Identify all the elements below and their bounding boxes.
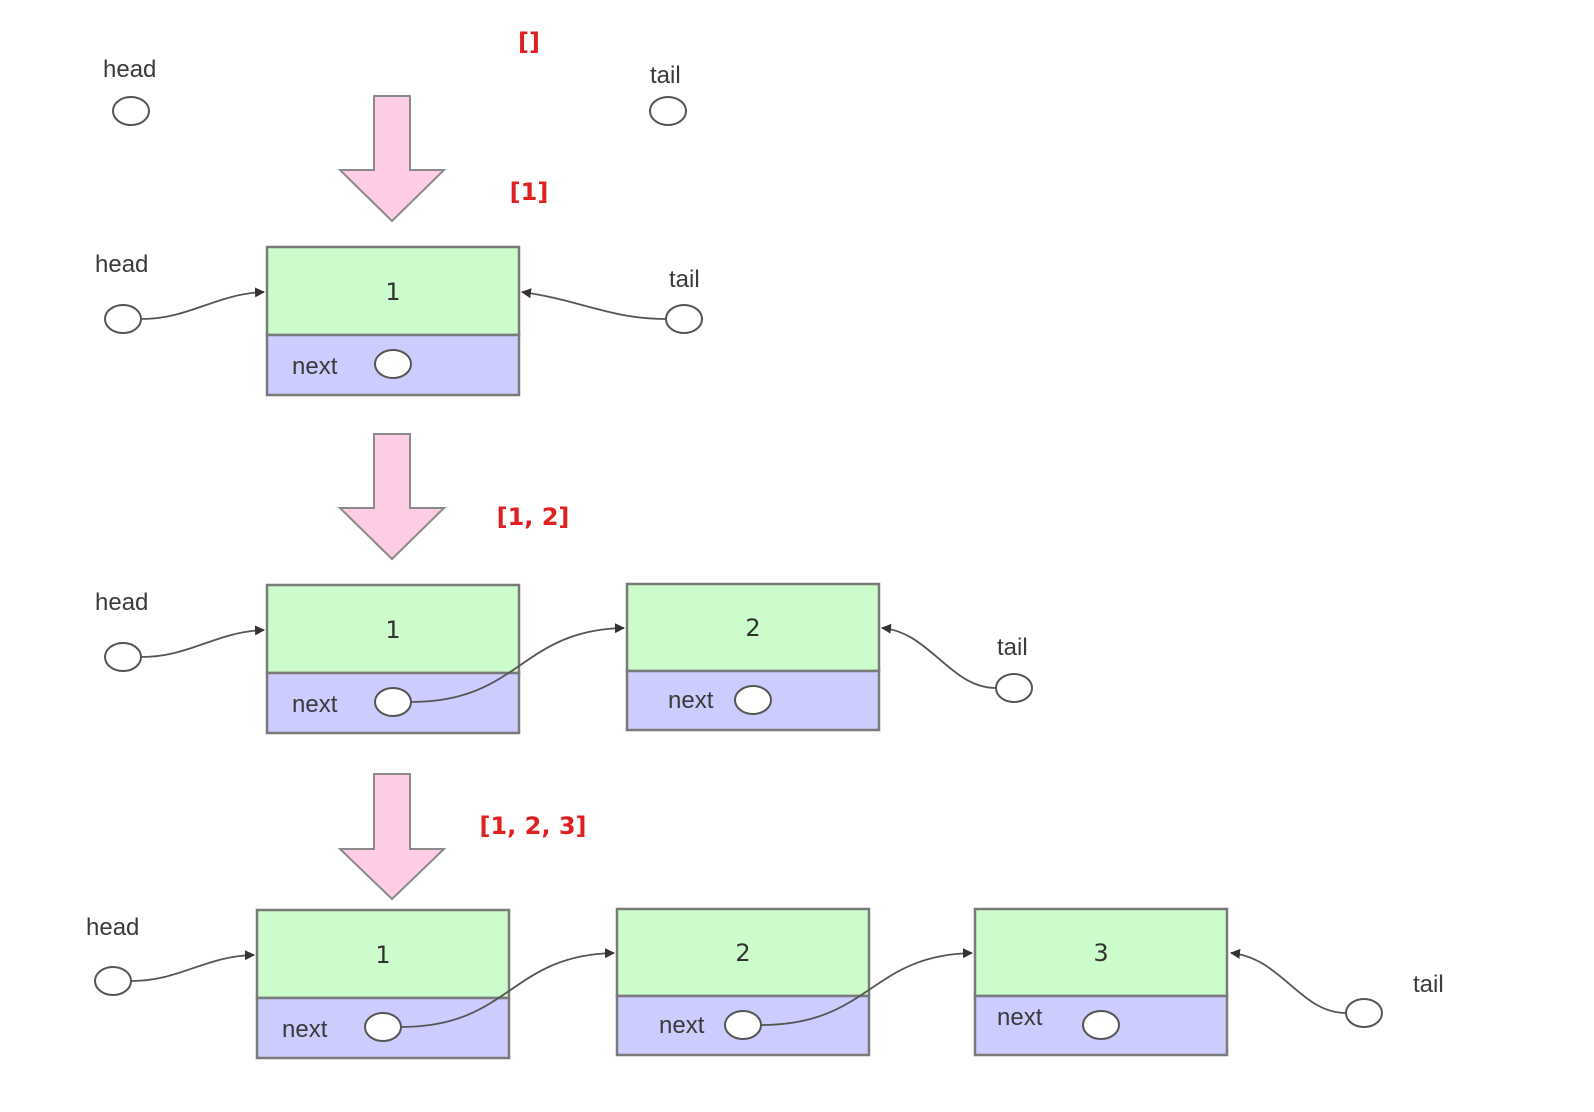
node-value-box [265,583,521,675]
list-node: 3 next [973,907,1229,1057]
head-pointer-icon [94,966,132,996]
head-label: head [86,914,139,941]
node-value-box [615,907,871,998]
head-pointer-icon [104,304,142,334]
next-label: next [292,691,338,718]
list-node: 2 next [625,582,881,732]
state-label: [] [518,28,540,56]
next-pointer-icon [374,349,412,379]
stage-empty: head tail [] [103,28,687,126]
down-arrow-icon [337,433,447,561]
state-label: [1] [510,178,549,206]
next-link-arrow [400,948,615,1028]
head-label: head [103,56,156,83]
tail-label: tail [997,634,1028,661]
head-link-arrow [140,287,265,320]
tail-pointer-icon [665,304,703,334]
next-label: next [292,353,338,380]
node-value: 2 [745,614,760,642]
head-pointer-icon [112,96,150,126]
down-arrow-icon [337,773,447,901]
next-pointer-icon [374,687,412,717]
next-pointer-icon [724,1010,762,1040]
tail-label: tail [1413,971,1444,998]
list-node: 1 next [265,245,521,397]
next-label: next [997,1004,1043,1031]
tail-label: tail [650,62,681,89]
tail-pointer-icon [649,96,687,126]
tail-pointer-icon [995,673,1033,703]
next-label: next [668,687,714,714]
next-pointer-icon [1082,1010,1120,1040]
next-label: next [282,1016,328,1043]
node-value: 2 [735,939,750,967]
next-label: next [659,1012,705,1039]
head-link-arrow [140,625,265,658]
node-value-box [265,245,521,337]
tail-link-arrow [521,288,667,320]
node-value: 1 [385,278,400,306]
tail-link-arrow [1230,948,1347,1014]
stage-one-node: head 1 next tail [95,245,703,397]
stage-two-nodes: head 1 next 2 next tail [95,582,1033,735]
next-link-arrow [410,623,625,703]
head-label: head [95,251,148,278]
node-value-box [625,582,881,673]
next-pointer-icon [364,1012,402,1042]
node-value: 1 [375,941,390,969]
next-link-arrow [760,948,973,1026]
tail-link-arrow [881,623,997,689]
state-label: [1, 2] [497,503,570,531]
node-value: 1 [385,616,400,644]
list-node: 1 next [265,583,521,735]
tail-label: tail [669,266,700,293]
head-label: head [95,589,148,616]
state-label: [1, 2, 3] [480,812,587,840]
head-link-arrow [130,950,255,982]
tail-pointer-icon [1345,998,1383,1028]
node-next-box [973,994,1229,1057]
node-value: 3 [1093,939,1108,967]
stage-three-nodes: head 1 next 2 next 3 next tail [86,907,1444,1060]
down-arrow-icon [337,95,447,223]
head-pointer-icon [104,642,142,672]
next-pointer-icon [734,685,772,715]
list-node: 2 next [615,907,871,1057]
list-node: 1 next [255,908,511,1060]
